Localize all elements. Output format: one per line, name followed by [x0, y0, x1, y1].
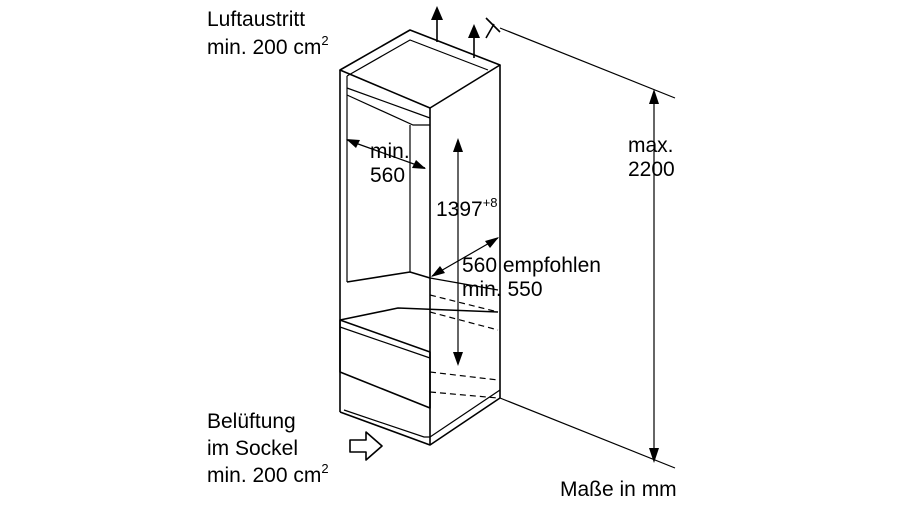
max-height-label: max.: [628, 134, 674, 157]
units-note: Maße in mm: [560, 478, 677, 501]
plinth-vent-arrow: [349, 431, 383, 461]
plinth-vent-title: Belüftung: [207, 410, 296, 433]
niche-height-dimension: [453, 138, 463, 366]
depth-min-value: 560: [370, 164, 405, 187]
width-min-label: min. 550: [462, 278, 543, 301]
depth-min-label: min.: [370, 140, 410, 163]
niche-height-label: 1397+8: [436, 195, 498, 221]
air-outlet-arrows: [431, 6, 501, 58]
depth-dimension: [346, 139, 426, 169]
plinth-vent-subtitle: im Sockel: [207, 437, 298, 460]
air-outlet-value: min. 200 cm2: [207, 33, 329, 59]
width-dimension: [431, 237, 499, 277]
cabinet-niche: [339, 29, 501, 446]
air-outlet-title: Luftaustritt: [207, 8, 305, 31]
max-height-dimension: [499, 27, 676, 469]
plinth-vent-value: min. 200 cm2: [207, 461, 329, 487]
width-recommended-label: 560 empfohlen: [462, 254, 601, 277]
max-height-value: 2200: [628, 158, 675, 181]
